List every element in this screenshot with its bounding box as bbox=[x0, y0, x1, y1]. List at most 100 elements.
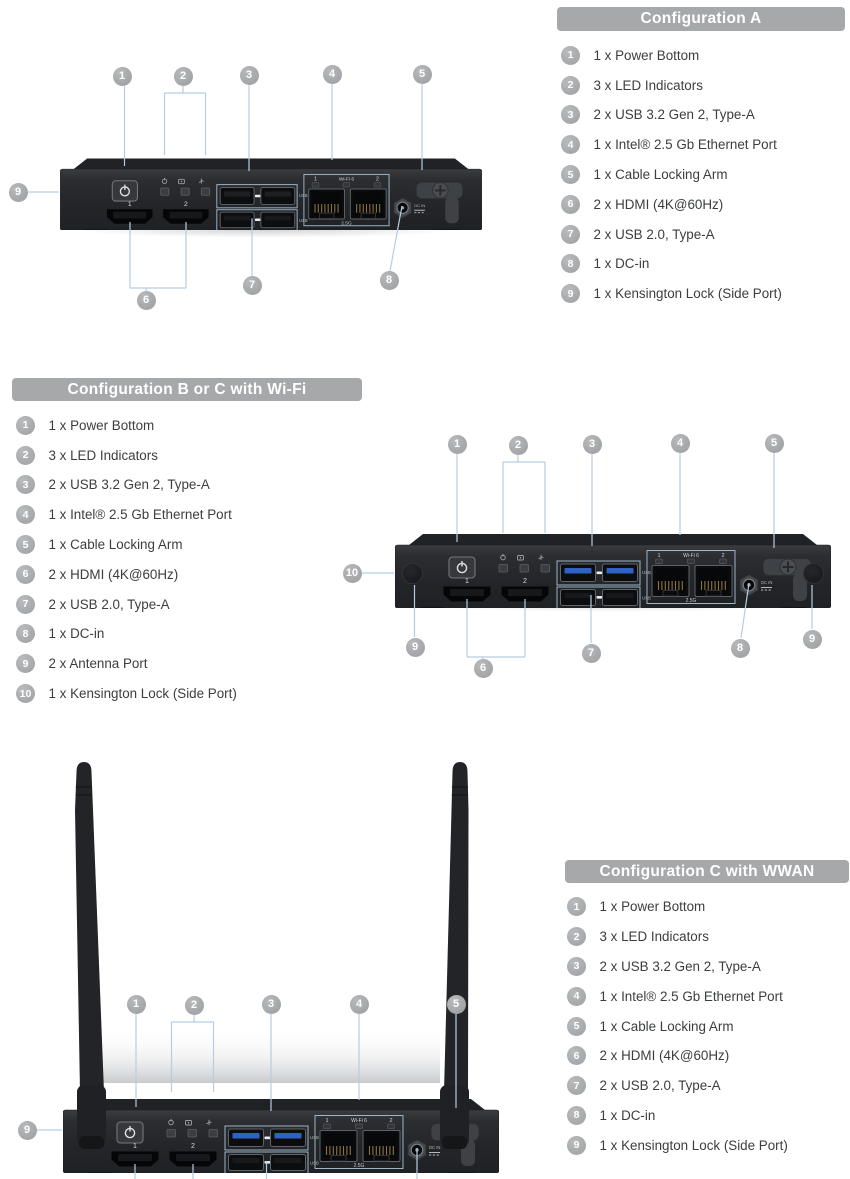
callout-1: 1 bbox=[447, 434, 467, 454]
legend-item-number: 3 bbox=[567, 956, 586, 976]
device-rear-view-config-b bbox=[395, 518, 831, 608]
legend-configuration-a: 1 1 x Power Bottom 2 3 x LED Indicators … bbox=[561, 41, 782, 309]
legend-item-label: 2 x USB 2.0, Type-A bbox=[599, 1078, 721, 1094]
legend-item-number: 4 bbox=[567, 986, 586, 1006]
callout-4: 4 bbox=[349, 994, 369, 1014]
legend-item-label: 3 x LED Indicators bbox=[48, 447, 158, 463]
legend-item: 5 1 x Cable Locking Arm bbox=[567, 1011, 788, 1041]
callout-5: 5 bbox=[764, 433, 784, 453]
legend-item-number: 10 bbox=[16, 684, 35, 704]
callout-7: 7 bbox=[581, 643, 601, 663]
device-rear-view-config-c bbox=[63, 1083, 499, 1173]
legend-item: 8 1 x DC-in bbox=[561, 249, 782, 279]
callout-9-left: 9 bbox=[405, 637, 425, 657]
legend-item-label: 1 x Kensington Lock (Side Port) bbox=[48, 686, 237, 702]
legend-item: 9 2 x Antenna Port bbox=[16, 649, 237, 679]
legend-item-label: 1 x Intel® 2.5 Gb Ethernet Port bbox=[48, 507, 232, 523]
callout-9: 9 bbox=[8, 182, 28, 202]
legend-item-number: 7 bbox=[567, 1076, 586, 1096]
legend-item-number: 8 bbox=[567, 1105, 586, 1125]
legend-item-label: 1 x Kensington Lock (Side Port) bbox=[593, 286, 782, 302]
legend-item-number: 5 bbox=[561, 165, 580, 185]
legend-item-number: 8 bbox=[561, 254, 580, 274]
legend-item-label: 2 x USB 3.2 Gen 2, Type-A bbox=[599, 958, 761, 974]
legend-item-number: 1 bbox=[561, 45, 580, 65]
legend-item-label: 1 x DC-in bbox=[599, 1107, 656, 1123]
legend-item-number: 9 bbox=[16, 654, 35, 674]
legend-item: 6 2 x HDMI (4K@60Hz) bbox=[567, 1041, 788, 1071]
legend-item: 6 2 x HDMI (4K@60Hz) bbox=[16, 559, 237, 589]
legend-item-label: 2 x USB 3.2 Gen 2, Type-A bbox=[593, 107, 755, 123]
legend-item-number: 6 bbox=[561, 194, 580, 214]
legend-item-number: 3 bbox=[561, 105, 580, 125]
callout-5: 5 bbox=[446, 994, 466, 1014]
legend-item: 4 1 x Intel® 2.5 Gb Ethernet Port bbox=[561, 130, 782, 160]
legend-item-label: 1 x Cable Locking Arm bbox=[593, 167, 728, 183]
callout-9: 9 bbox=[17, 1120, 37, 1140]
legend-item-number: 2 bbox=[561, 75, 580, 95]
legend-item: 3 2 x USB 3.2 Gen 2, Type-A bbox=[16, 470, 237, 500]
legend-item: 5 1 x Cable Locking Arm bbox=[16, 530, 237, 560]
callout-1: 1 bbox=[112, 66, 132, 86]
legend-item-number: 5 bbox=[16, 535, 35, 555]
legend-item: 2 3 x LED Indicators bbox=[567, 922, 788, 952]
legend-item-number: 4 bbox=[561, 135, 580, 155]
legend-item-label: 1 x Cable Locking Arm bbox=[48, 537, 183, 553]
callout-6: 6 bbox=[136, 290, 156, 310]
legend-item: 1 1 x Power Bottom bbox=[567, 892, 788, 922]
legend-configuration-c: 1 1 x Power Bottom 2 3 x LED Indicators … bbox=[567, 892, 788, 1160]
legend-item-number: 9 bbox=[567, 1135, 586, 1155]
legend-item: 7 2 x USB 2.0, Type-A bbox=[16, 589, 237, 619]
callout-2: 2 bbox=[184, 995, 204, 1015]
callout-8: 8 bbox=[379, 270, 399, 290]
legend-item-label: 1 x DC-in bbox=[593, 256, 650, 272]
legend-item-number: 2 bbox=[567, 927, 586, 947]
legend-item: 1 1 x Power Bottom bbox=[561, 41, 782, 71]
legend-item: 9 1 x Kensington Lock (Side Port) bbox=[567, 1130, 788, 1160]
callout-4: 4 bbox=[322, 64, 342, 84]
legend-item-number: 2 bbox=[16, 445, 35, 465]
legend-item-label: 3 x LED Indicators bbox=[599, 929, 709, 945]
legend-item: 2 3 x LED Indicators bbox=[16, 440, 237, 470]
legend-item: 1 1 x Power Bottom bbox=[16, 411, 237, 441]
legend-item-label: 1 x Kensington Lock (Side Port) bbox=[599, 1137, 788, 1153]
legend-item-label: 1 x Intel® 2.5 Gb Ethernet Port bbox=[599, 988, 783, 1004]
legend-item-number: 6 bbox=[567, 1046, 586, 1066]
legend-item: 2 3 x LED Indicators bbox=[561, 70, 782, 100]
legend-item-label: 1 x Power Bottom bbox=[599, 899, 706, 915]
legend-item: 3 2 x USB 3.2 Gen 2, Type-A bbox=[567, 952, 788, 982]
header-configuration-a: Configuration A bbox=[557, 7, 845, 31]
legend-item-number: 8 bbox=[16, 624, 35, 644]
callout-8: 8 bbox=[730, 638, 750, 658]
legend-item-label: 2 x USB 2.0, Type-A bbox=[48, 596, 170, 612]
legend-item-label: 2 x HDMI (4K@60Hz) bbox=[593, 196, 724, 212]
legend-item-label: 2 x USB 3.2 Gen 2, Type-A bbox=[48, 477, 210, 493]
legend-item: 10 1 x Kensington Lock (Side Port) bbox=[16, 679, 237, 709]
header-configuration-b: Configuration B or C with Wi-Fi bbox=[12, 378, 362, 401]
antenna-port-right bbox=[802, 562, 824, 584]
callout-4: 4 bbox=[670, 433, 690, 453]
legend-item: 8 1 x DC-in bbox=[16, 619, 237, 649]
header-configuration-c: Configuration C with WWAN bbox=[565, 860, 849, 883]
legend-item-number: 1 bbox=[567, 897, 586, 917]
legend-item-label: 3 x LED Indicators bbox=[593, 77, 703, 93]
legend-item-label: 2 x HDMI (4K@60Hz) bbox=[48, 566, 179, 582]
callout-3: 3 bbox=[582, 434, 602, 454]
legend-item-label: 1 x DC-in bbox=[48, 626, 105, 642]
legend-item-label: 1 x Cable Locking Arm bbox=[599, 1018, 734, 1034]
legend-item: 4 1 x Intel® 2.5 Gb Ethernet Port bbox=[16, 500, 237, 530]
legend-item-number: 9 bbox=[561, 284, 580, 304]
callout-1: 1 bbox=[126, 994, 146, 1014]
legend-item: 5 1 x Cable Locking Arm bbox=[561, 160, 782, 190]
legend-item-label: 2 x HDMI (4K@60Hz) bbox=[599, 1048, 730, 1064]
legend-item-number: 6 bbox=[16, 564, 35, 584]
legend-item-number: 5 bbox=[567, 1016, 586, 1036]
legend-item: 7 2 x USB 2.0, Type-A bbox=[567, 1071, 788, 1101]
legend-item: 3 2 x USB 3.2 Gen 2, Type-A bbox=[561, 100, 782, 130]
legend-item: 8 1 x DC-in bbox=[567, 1101, 788, 1131]
legend-item-label: 1 x Power Bottom bbox=[593, 47, 700, 63]
callout-6: 6 bbox=[473, 658, 493, 678]
legend-item: 7 2 x USB 2.0, Type-A bbox=[561, 219, 782, 249]
callout-3: 3 bbox=[261, 994, 281, 1014]
